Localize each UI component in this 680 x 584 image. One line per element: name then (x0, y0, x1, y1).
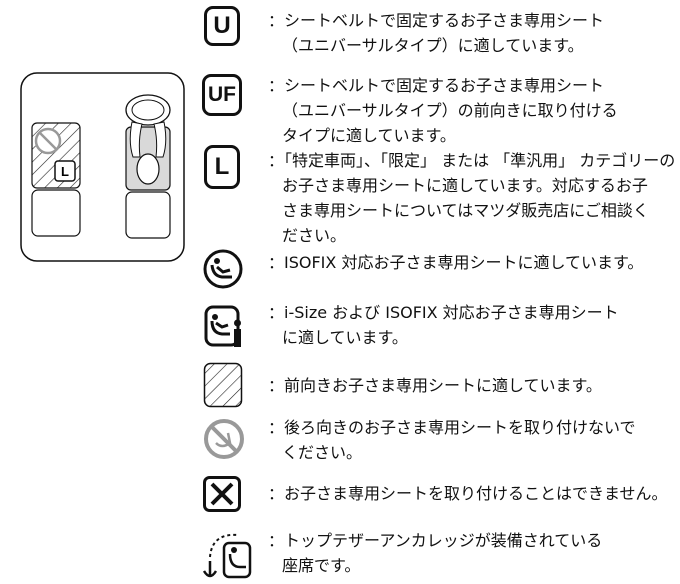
top-tether-anchor-icon (202, 533, 252, 579)
legend-text-forward-facing: ：前向きお子さま専用シートに適しています。 (268, 376, 602, 395)
no-rear-facing-icon (204, 419, 244, 459)
not-allowed-x-icon (203, 476, 241, 512)
driver-cushion (125, 191, 171, 239)
passenger-cushion (31, 189, 81, 237)
i-size-icon (204, 305, 241, 347)
legend-text-isofix: ：ISOFIX 対応お子さま専用シートに適しています。 (268, 253, 644, 272)
universal-forward-badge-icon: UF (202, 74, 242, 116)
legend-text-not-allowed: ：お子さま専用シートを取り付けることはできません。 (268, 484, 668, 503)
forward-facing-hatch-icon (203, 362, 243, 408)
isofix-icon (203, 249, 243, 289)
seat-diagram: L (20, 72, 185, 262)
l-badge: L (61, 164, 69, 179)
legend-text-universal-forward: ：シートベルトで固定するお子さま専用シート（ユニバーサルタイプ）の前向きに取り付… (268, 76, 618, 145)
legend-text-no-rear-facing: ：後ろ向きのお子さま専用シートを取り付けないでください。 (268, 418, 636, 462)
legend-text-limited: ：「特定車両」、「限定」 または 「準汎用」 カテゴリーのお子さま専用シートに適… (268, 151, 676, 245)
driver-head (136, 153, 160, 185)
limited-badge-icon: L (204, 145, 240, 189)
legend-text-i-size: ：i-Size および ISOFIX 対応お子さま専用シートに適しています。 (268, 303, 619, 347)
legend-text-universal: ：シートベルトで固定するお子さま専用シート（ユニバーサルタイプ）に適しています。 (268, 11, 605, 55)
legend-text-top-tether: ：トップテザーアンカレッジが装備されている座席です。 (268, 531, 603, 575)
universal-badge-icon: U (204, 6, 240, 46)
